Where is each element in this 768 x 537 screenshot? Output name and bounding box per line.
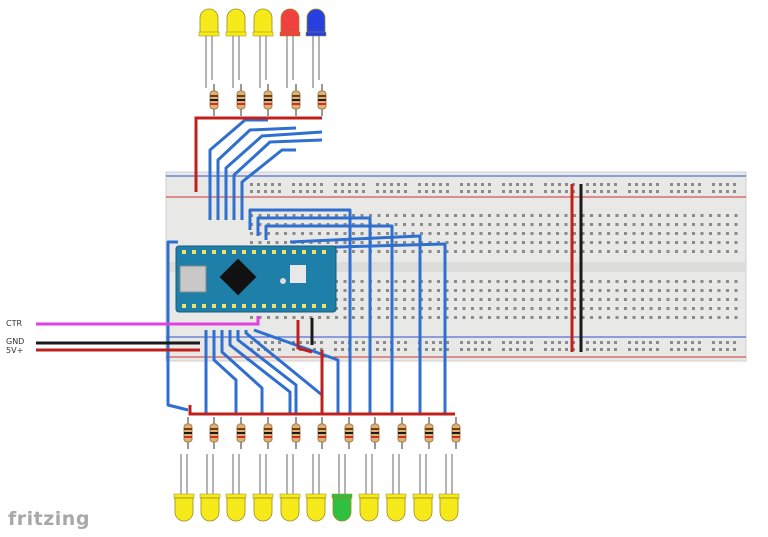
- led-yellow: [225, 454, 247, 522]
- ctr-wire: [36, 316, 260, 326]
- bottom-leds: [173, 454, 460, 522]
- fritzing-logo: fritzing: [8, 508, 90, 530]
- led-yellow: [305, 454, 327, 522]
- arduino-nano: [175, 245, 337, 313]
- led-yellow: [385, 454, 407, 522]
- resistor: [183, 417, 193, 449]
- led-blue: [305, 8, 327, 88]
- breadboard: [165, 171, 747, 362]
- resistor: [263, 417, 273, 449]
- breadboard-holes: [250, 183, 738, 351]
- gnd-label: GND: [6, 337, 25, 346]
- top-leds: [198, 8, 327, 88]
- led-yellow: [198, 8, 220, 88]
- resistor: [424, 417, 434, 449]
- led-yellow: [438, 454, 460, 522]
- led-yellow: [279, 454, 301, 522]
- resistor: [236, 84, 246, 116]
- signal-wires: [166, 118, 447, 415]
- led-yellow: [252, 8, 274, 88]
- resistor: [397, 417, 407, 449]
- resistor: [344, 417, 354, 449]
- resistor: [263, 84, 273, 116]
- resistor: [291, 417, 301, 449]
- led-yellow: [225, 8, 247, 88]
- resistor: [370, 417, 380, 449]
- 5v-label: 5V+: [6, 346, 24, 355]
- resistor: [291, 84, 301, 116]
- resistor: [209, 84, 219, 116]
- nano-pins: [182, 250, 326, 308]
- led-yellow: [358, 454, 380, 522]
- led-yellow: [252, 454, 274, 522]
- ground-wires: [36, 184, 583, 352]
- resistor: [451, 417, 461, 449]
- led-red: [279, 8, 301, 88]
- power-wires: [36, 116, 574, 416]
- top-resistors: [209, 84, 327, 116]
- resistor: [317, 417, 327, 449]
- led-green: [331, 454, 353, 522]
- bottom-resistors: [183, 417, 461, 449]
- ctr-label: CTR: [6, 319, 23, 328]
- led-yellow: [173, 454, 195, 522]
- resistor: [236, 417, 246, 449]
- led-yellow: [199, 454, 221, 522]
- resistor: [209, 417, 219, 449]
- led-yellow: [412, 454, 434, 522]
- resistor: [317, 84, 327, 116]
